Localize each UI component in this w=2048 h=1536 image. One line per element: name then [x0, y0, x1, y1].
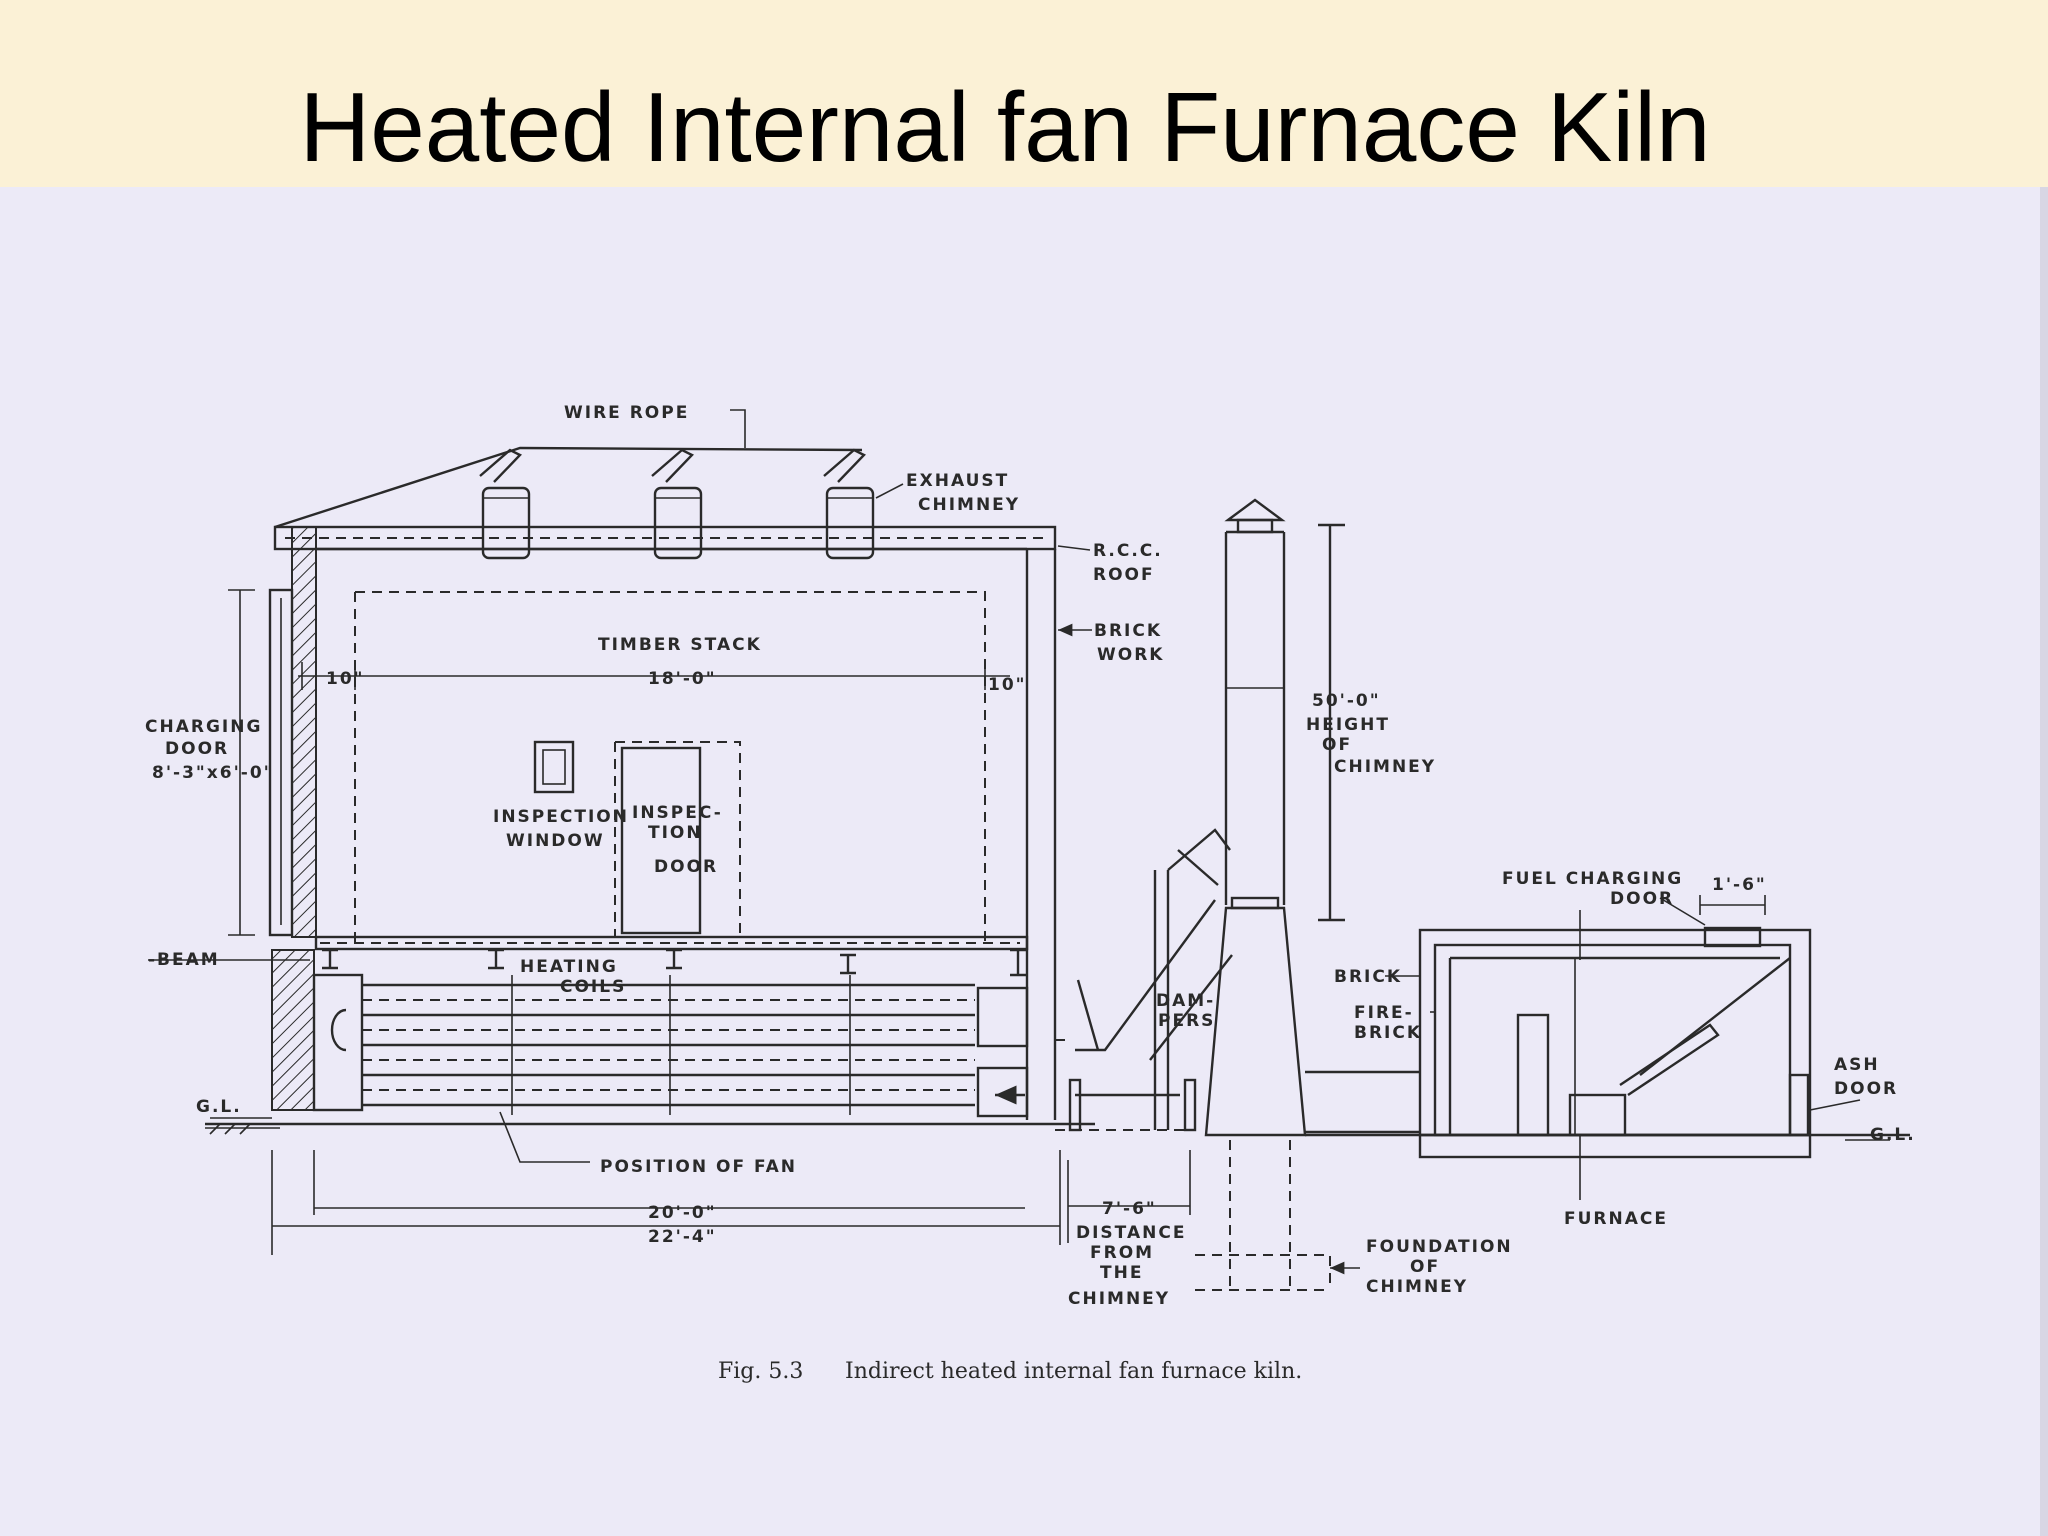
label-dim-22: 22'-4" [648, 1227, 717, 1247]
label-chimney-h-2: HEIGHT [1306, 715, 1390, 735]
label-furnace: FURNACE [1564, 1209, 1668, 1229]
label-insp-window-2: WINDOW [506, 831, 605, 851]
label-foundation-1: FOUNDATION [1366, 1237, 1513, 1257]
label-foundation-2: OF [1410, 1257, 1440, 1277]
label-dim-20: 20'-0" [648, 1203, 717, 1223]
label-dim-18: 18'-0" [648, 669, 717, 689]
label-exhaust-2: CHIMNEY [918, 495, 1020, 515]
label-ash-2: DOOR [1834, 1079, 1898, 1099]
label-distance-2: FROM [1090, 1243, 1154, 1263]
label-dim-10-left: 10" [326, 669, 365, 689]
label-dim-10-right: 10" [988, 675, 1027, 695]
label-fire-brick-1: FIRE- [1354, 1003, 1414, 1023]
scanned-figure-background [0, 187, 2040, 1536]
dimension-lines [228, 589, 1766, 1255]
label-heating-1: HEATING [520, 957, 618, 977]
label-distance-1: DISTANCE [1076, 1223, 1186, 1243]
label-insp-door-3: DOOR [654, 857, 718, 877]
label-leaders [148, 409, 1861, 1275]
label-chimney-h-4: CHIMNEY [1334, 757, 1436, 777]
label-insp-door-2: TION [648, 823, 703, 843]
slide-title: Heated Internal fan Furnace Kiln [299, 72, 1711, 182]
label-brick: BRICK [1334, 967, 1402, 987]
exhaust-chimneys [274, 446, 875, 560]
figure-caption-number: Fig. 5.3 [718, 1359, 803, 1384]
label-timber-stack: TIMBER STACK [598, 635, 762, 655]
label-insp-window-1: INSPECTION [493, 807, 629, 827]
furnace [1305, 910, 1910, 1200]
diagram-labels: WIRE ROPE EXHAUST CHIMNEY R.C.C. ROOF BR… [145, 403, 1916, 1309]
label-dim-7: 7'-6" [1102, 1199, 1157, 1219]
label-fuel-2: DOOR [1610, 889, 1674, 909]
label-rcc-1: R.C.C. [1093, 541, 1163, 561]
label-dampers-1: DAM- [1156, 991, 1215, 1011]
beam-symbols [322, 948, 1026, 977]
label-ash-1: ASH [1834, 1055, 1880, 1075]
label-chimney-h-3: OF [1322, 735, 1352, 755]
label-gl-right: G.L. [1870, 1125, 1916, 1145]
page-edge [2040, 187, 2048, 1536]
label-wire-rope: WIRE ROPE [564, 403, 689, 423]
label-chimney-h-1: 50'-0" [1312, 691, 1381, 711]
label-distance-3: THE [1100, 1263, 1143, 1283]
label-rcc-2: ROOF [1093, 565, 1155, 585]
label-fire-brick-2: BRICK [1354, 1023, 1422, 1043]
label-charging-1: CHARGING [145, 717, 262, 737]
label-charging-2: DOOR [165, 739, 229, 759]
heating-coils [362, 975, 975, 1115]
kiln-structure [205, 525, 1095, 1135]
label-brick-work-1: BRICK [1094, 621, 1162, 641]
label-position-fan: POSITION OF FAN [600, 1157, 797, 1177]
label-exhaust-1: EXHAUST [906, 471, 1009, 491]
label-insp-door-1: INSPEC- [632, 803, 723, 823]
chimney [1195, 498, 1345, 1291]
label-distance-4: CHIMNEY [1068, 1289, 1170, 1309]
label-gl-left: G.L. [196, 1097, 242, 1117]
label-foundation-3: CHIMNEY [1366, 1277, 1468, 1297]
flue-duct [1055, 828, 1233, 1132]
label-dampers-2: PERS [1158, 1011, 1215, 1031]
label-dim-1-6: 1'-6" [1712, 875, 1767, 895]
label-brick-work-2: WORK [1097, 645, 1164, 665]
figure-caption-text: Indirect heated internal fan furnace kil… [845, 1359, 1302, 1384]
inspection-openings [533, 740, 741, 937]
label-heating-2: COILS [560, 977, 626, 997]
label-fuel-1: FUEL CHARGING [1502, 869, 1683, 889]
label-charging-3: 8'-3"x6'-0" [152, 763, 275, 783]
